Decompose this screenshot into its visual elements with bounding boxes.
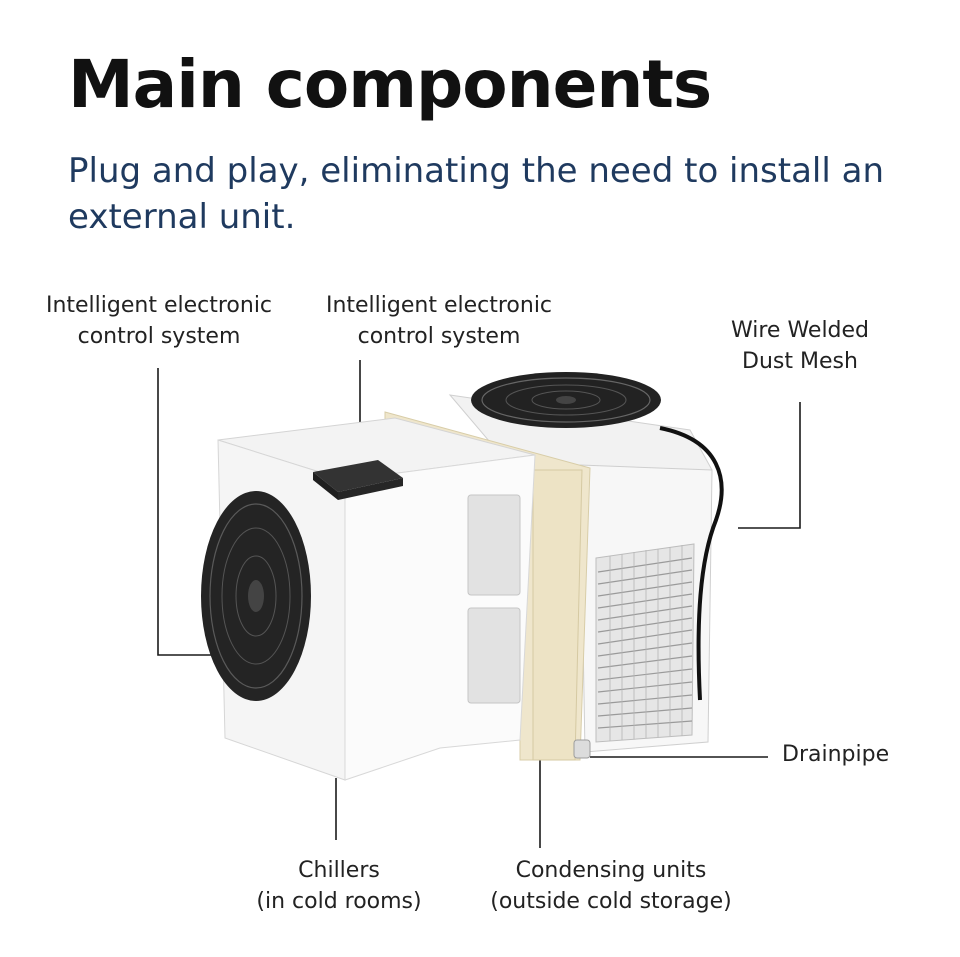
page-title: Main components	[68, 46, 712, 123]
evaporator-fan	[201, 491, 311, 701]
label-line: Chillers	[298, 858, 380, 883]
leader-line-dust-mesh	[738, 402, 801, 529]
label-line: Dust Mesh	[742, 349, 858, 374]
label-control-system-left: Intelligent electronic control system	[30, 290, 288, 352]
leader-lines	[157, 360, 801, 848]
label-chillers: Chillers (in cold rooms)	[228, 855, 450, 917]
label-line: Drainpipe	[782, 742, 890, 767]
label-line: control system	[77, 324, 241, 349]
label-line: Intelligent electronic	[325, 293, 553, 318]
label-dust-mesh: Wire Welded Dust Mesh	[712, 315, 888, 377]
dust-mesh-grille	[595, 543, 695, 743]
label-condensing-units: Condensing units (outside cold storage)	[470, 855, 752, 917]
power-cable	[659, 426, 724, 701]
label-line: Wire Welded	[730, 318, 870, 343]
label-line: Condensing units	[515, 858, 707, 883]
drain-outlet	[573, 739, 591, 759]
condenser-fan	[471, 372, 661, 428]
label-control-system-right: Intelligent electronic control system	[310, 290, 568, 352]
leader-line-control-left	[157, 368, 215, 656]
page-subtitle: Plug and play, eliminating the need to i…	[68, 151, 885, 237]
label-line: Intelligent electronic	[45, 293, 273, 318]
label-line: control system	[357, 324, 521, 349]
label-line: (in cold rooms)	[256, 889, 422, 914]
label-line: (outside cold storage)	[490, 889, 732, 914]
label-drainpipe: Drainpipe	[782, 739, 912, 770]
control-box	[313, 460, 403, 500]
